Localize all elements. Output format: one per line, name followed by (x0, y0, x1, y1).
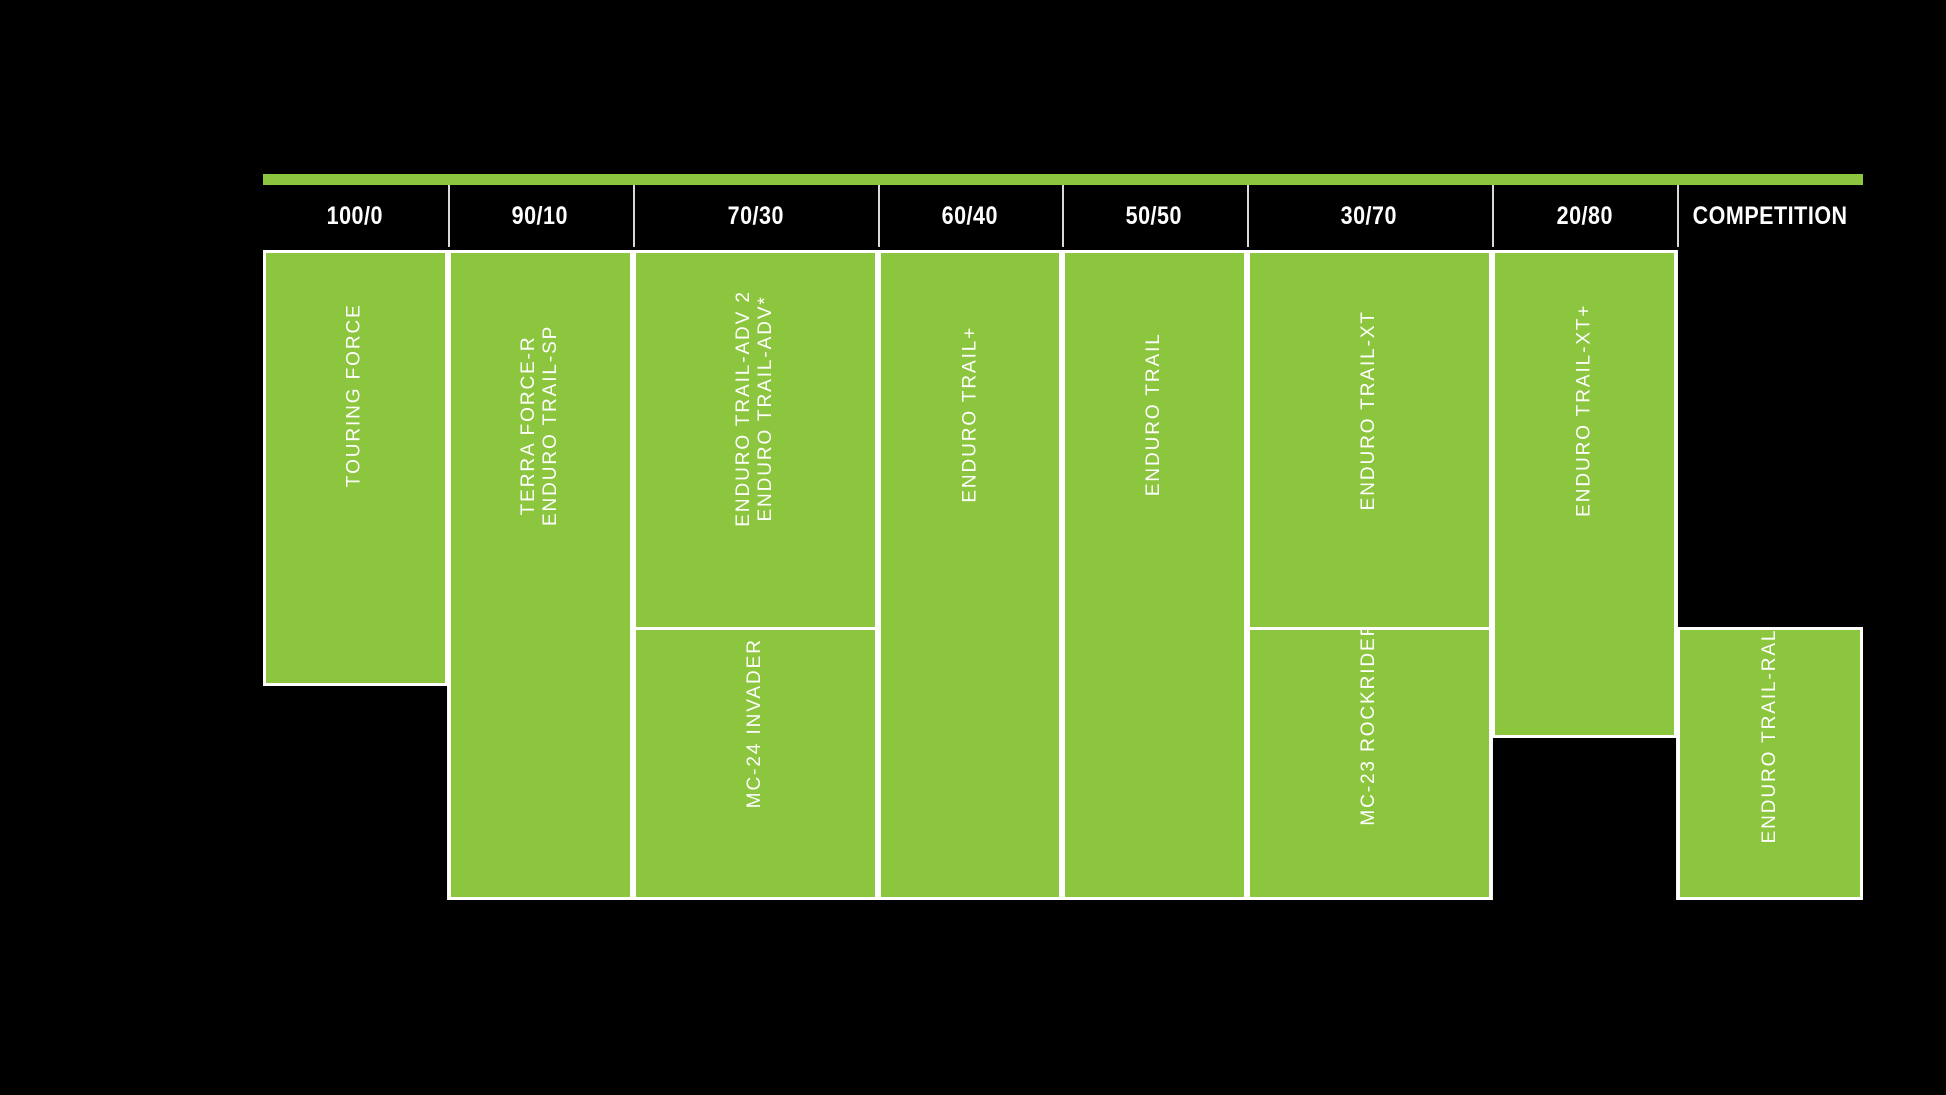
bar-label: ENDURO TRAIL (1143, 332, 1165, 497)
header-cell-label: 70/30 (727, 201, 784, 230)
top-accent-rule (263, 174, 1863, 185)
ratio-header-row: 100/0 90/10 70/30 60/40 50/50 30/70 20/80 COMPE… (263, 185, 1863, 247)
bar-label-group: ENDURO TRAIL-XT+ (1573, 304, 1595, 517)
header-cell-label: 50/50 (1126, 201, 1183, 230)
bar-mc-24-invader[interactable]: MC-24 INVADER (633, 627, 878, 900)
bar-label: ENDURO TRAIL+ (958, 325, 980, 503)
header-cell-label: 30/70 (1341, 201, 1398, 230)
header-cell-label: 90/10 (512, 201, 569, 230)
bar-label: MC-23 ROCKRIDER (1358, 627, 1380, 826)
bar-label-group: MC-23 ROCKRIDER (1358, 627, 1380, 826)
header-cell-90-10[interactable]: 90/10 (447, 185, 634, 247)
bar-label: ENDURO TRAIL-XT (1358, 310, 1380, 511)
bar-label: ENDURO TRAIL-XT+ (1573, 303, 1595, 518)
bar-enduro-trail-rally[interactable]: ENDURO TRAIL-RALLY (1677, 627, 1863, 900)
bar-label-group: ENDURO TRAIL (1143, 332, 1165, 496)
header-cell-label: 100/0 (327, 201, 384, 230)
bar-label: ENDURO TRAIL-ADV* (755, 294, 777, 522)
bar-enduro-trail[interactable]: ENDURO TRAIL (1062, 250, 1247, 900)
bar-enduro-trail[interactable]: ENDURO TRAIL+ (878, 250, 1062, 900)
header-cell-20-80[interactable]: 20/80 (1492, 185, 1677, 247)
bar-label-group: ENDURO TRAIL+ (959, 326, 981, 503)
bar-label: MC-24 INVADER (744, 638, 766, 809)
bar-label-group: ENDURO TRAIL-RALLY (1758, 627, 1781, 844)
bar-enduro-trail-xt[interactable]: ENDURO TRAIL-XT+ (1492, 250, 1677, 738)
bar-mc-23-rockrider[interactable]: MC-23 ROCKRIDER (1246, 627, 1492, 900)
bar-label-group: TOURING FORCE (344, 303, 366, 487)
bar-touring-force[interactable]: TOURING FORCE (263, 250, 448, 686)
header-cell-competition[interactable]: COMPETITION (1677, 185, 1863, 247)
bar-label: ENDURO TRAIL-RALLY (1758, 627, 1780, 844)
column-divider (1676, 250, 1678, 900)
bar-label: TOURING FORCE (344, 302, 366, 487)
bar-label: TERRA FORCE-R (517, 335, 539, 516)
header-cell-50-50[interactable]: 50/50 (1062, 185, 1247, 247)
header-cell-30-70[interactable]: 30/70 (1246, 185, 1493, 247)
bar-label-group: ENDURO TRAIL-XT (1358, 310, 1380, 510)
header-cell-label: 20/80 (1556, 201, 1613, 230)
bar-label-group: MC-24 INVADER (744, 638, 766, 808)
header-cell-70-30[interactable]: 70/30 (633, 185, 878, 247)
header-cell-60-40[interactable]: 60/40 (878, 185, 1062, 247)
header-cell-label: 60/40 (941, 201, 999, 230)
header-cell-100-0[interactable]: 100/0 (263, 185, 448, 247)
bar-label: ENDURO TRAIL-ADV 2 (733, 289, 755, 527)
bar-label: ENDURO TRAIL-SP (540, 324, 562, 527)
header-cell-label: COMPETITION (1692, 201, 1848, 230)
